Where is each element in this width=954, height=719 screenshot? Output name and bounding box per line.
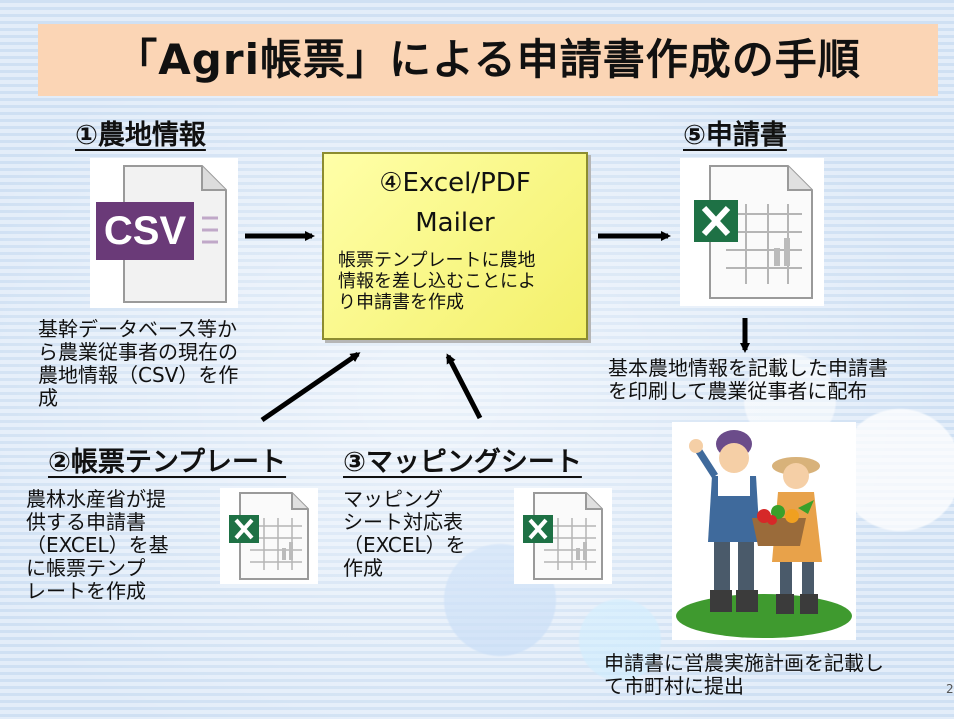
template-excel-graphic bbox=[229, 492, 309, 580]
mailer-title-line1: ④Excel/PDF bbox=[379, 168, 531, 198]
step5-heading: ⑤申請書 bbox=[683, 120, 787, 151]
step1-line: 基幹データベース等か bbox=[38, 317, 237, 341]
step3-heading: ③マッピングシート bbox=[343, 447, 582, 478]
step5-line: 基本農地情報を記載した申請書 bbox=[608, 356, 888, 380]
arrow-mapping-to-mailer bbox=[445, 353, 483, 420]
excel-file-icon bbox=[514, 488, 612, 584]
excel-file-icon bbox=[680, 158, 824, 306]
step3-description: マッピング シート対応表 （EXCEL）を 作成 bbox=[343, 488, 513, 580]
step3-line: （EXCEL）を bbox=[343, 533, 466, 557]
farmers-line: 申請書に営農実施計画を記載し bbox=[604, 651, 884, 675]
mailer-line: 情報を差し込むことによ bbox=[338, 271, 536, 292]
csv-icon-label: CSV bbox=[104, 209, 187, 253]
step2-line: 農林水産省が提 bbox=[26, 487, 166, 511]
step2-heading: ②帳票テンプレート bbox=[48, 447, 287, 478]
mailer-line: り申請書を作成 bbox=[338, 292, 464, 313]
step2-description: 農林水産省が提 供する申請書 （EXCEL）を基 に帳票テンプ レートを作成 bbox=[26, 488, 216, 603]
slide-title: 「Agri帳票」による申請書作成の手順 bbox=[115, 35, 861, 84]
step2-line: レートを作成 bbox=[26, 579, 146, 603]
excel-file-icon bbox=[220, 488, 318, 584]
farmers-line: て市町村に提出 bbox=[604, 674, 744, 698]
farmers-graphic bbox=[676, 430, 852, 638]
mailer-line: 帳票テンプレートに農地 bbox=[338, 250, 536, 271]
csv-file-graphic: CSV bbox=[96, 165, 227, 303]
step1-heading: ①農地情報 bbox=[75, 120, 206, 151]
mailer-description: 帳票テンプレートに農地 情報を差し込むことによ り申請書を作成 bbox=[338, 250, 578, 313]
step3-line: 作成 bbox=[343, 556, 383, 580]
arrow-template-to-mailer bbox=[260, 351, 361, 423]
step2-line: に帳票テンプ bbox=[26, 556, 146, 580]
step1-line: 成 bbox=[38, 386, 58, 410]
farmers-illustration bbox=[672, 422, 856, 640]
mailer-box: ④Excel/PDF Mailer 帳票テンプレートに農地 情報を差し込むことに… bbox=[322, 152, 588, 340]
step2-line: 供する申請書 bbox=[26, 510, 146, 534]
step5-description: 基本農地情報を記載した申請書 を印刷して農業従事者に配布 bbox=[608, 357, 948, 403]
csv-file-icon: CSV bbox=[90, 158, 238, 308]
page-number: 2 bbox=[946, 682, 954, 696]
mapping-excel-graphic bbox=[523, 492, 603, 580]
step1-line: 農地情報（CSV）を作 bbox=[38, 363, 239, 387]
step1-line: ら農業従事者の現在の bbox=[38, 340, 238, 364]
mailer-title-line2: Mailer bbox=[415, 208, 495, 238]
excel-file-graphic bbox=[694, 165, 813, 299]
farmers-description: 申請書に営農実施計画を記載し て市町村に提出 bbox=[604, 652, 950, 698]
step3-line: シート対応表 bbox=[343, 510, 463, 534]
title-band bbox=[38, 24, 938, 96]
step1-description: 基幹データベース等か ら農業従事者の現在の 農地情報（CSV）を作 成 bbox=[38, 318, 288, 410]
step5-line: を印刷して農業従事者に配布 bbox=[608, 379, 868, 403]
step2-line: （EXCEL）を基 bbox=[26, 533, 169, 557]
step3-line: マッピング bbox=[343, 487, 443, 511]
